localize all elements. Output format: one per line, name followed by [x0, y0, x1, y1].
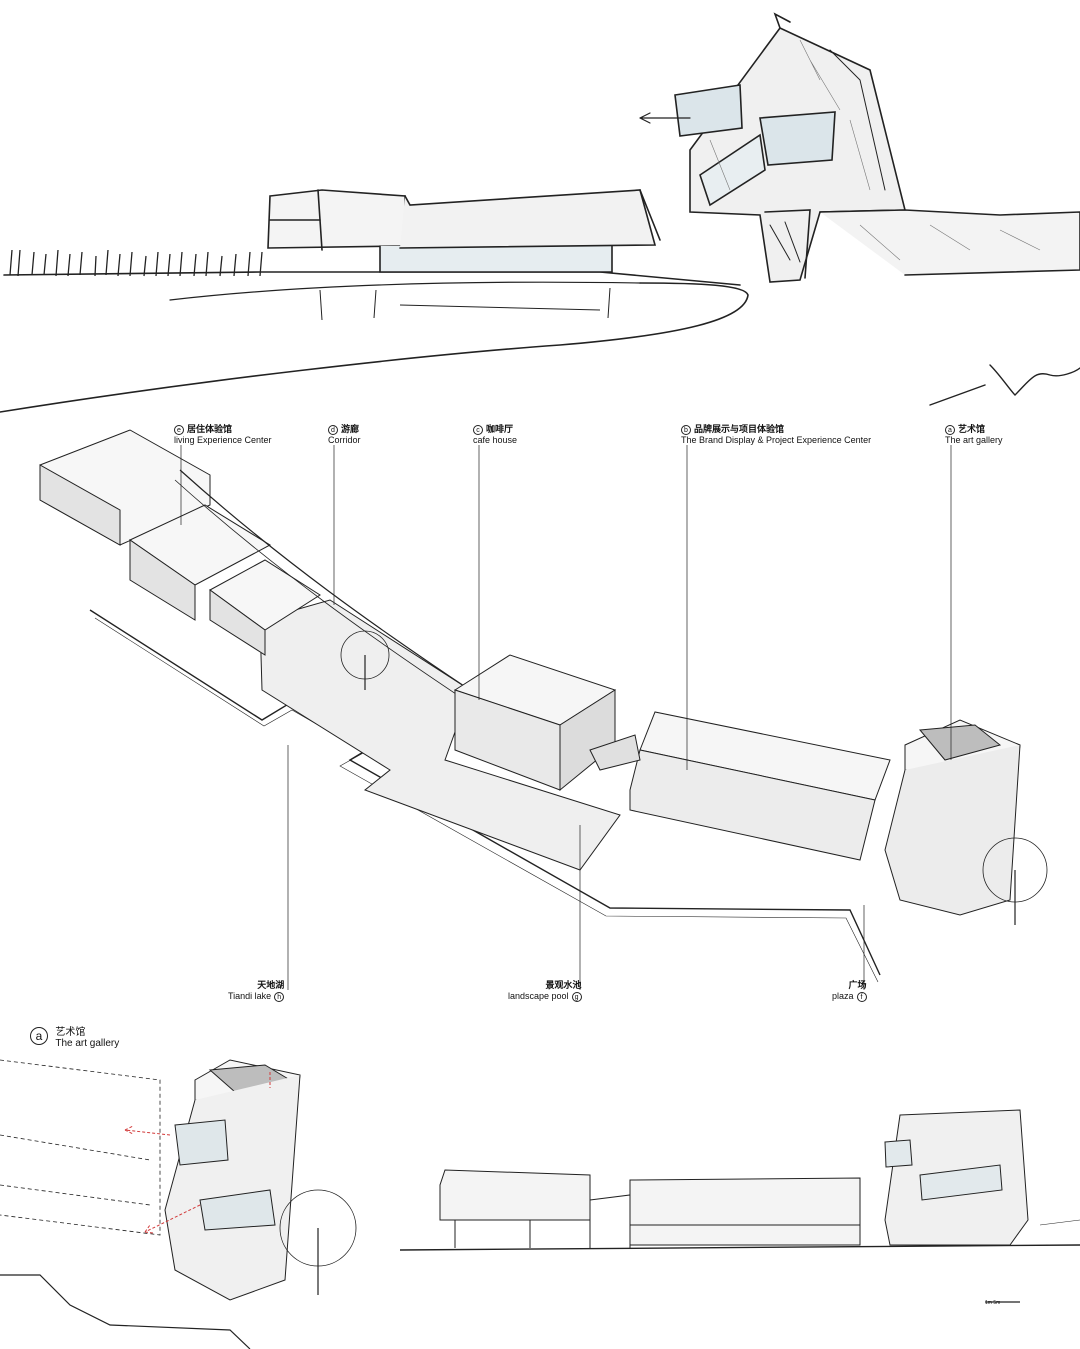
- red-arrows: [124, 1072, 271, 1234]
- sketch-trees: [9, 249, 263, 277]
- art-gallery-detail: [0, 1059, 357, 1349]
- concept-sketch: [0, 12, 1080, 413]
- lake-edge: [89, 609, 881, 976]
- elevation-drawing: [399, 1109, 1080, 1303]
- leader-lines: [180, 445, 952, 990]
- scale-bar-text: 1m 5m: [985, 1300, 1001, 1306]
